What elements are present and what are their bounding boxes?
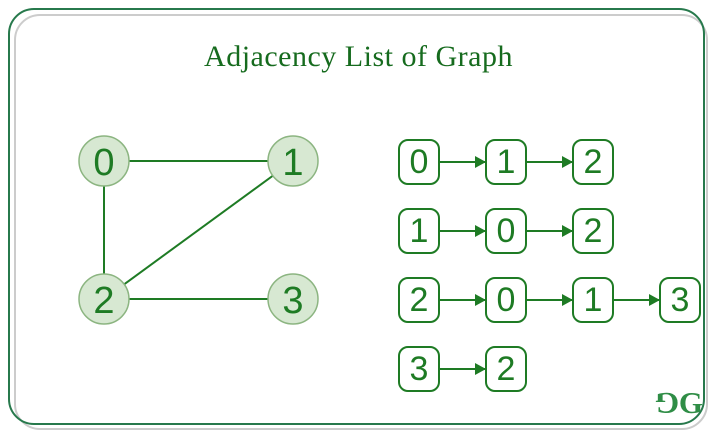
- arrow-icon: [440, 363, 486, 375]
- list-head-box: 1: [398, 208, 440, 254]
- list-node-box: 2: [572, 208, 614, 254]
- card-shadow-border: [14, 14, 708, 430]
- list-head-box: 3: [398, 346, 440, 392]
- arrow-icon: [527, 156, 573, 168]
- page-title: Adjacency List of Graph: [204, 40, 513, 73]
- arrow-icon: [440, 225, 486, 237]
- arrow-icon: [440, 156, 486, 168]
- list-node-box: 2: [572, 139, 614, 185]
- list-node-box: 3: [659, 277, 701, 323]
- card-border: [8, 8, 705, 425]
- logo-letter-flipped: G: [656, 386, 679, 421]
- arrow-icon: [527, 225, 573, 237]
- logo-letter: G: [678, 385, 703, 420]
- arrow-icon: [440, 294, 486, 306]
- list-node-box: 0: [485, 277, 527, 323]
- arrow-icon: [614, 294, 660, 306]
- list-head-box: 0: [398, 139, 440, 185]
- list-node-box: 0: [485, 208, 527, 254]
- list-node-box: 2: [485, 346, 527, 392]
- list-node-box: 1: [572, 277, 614, 323]
- arrow-icon: [527, 294, 573, 306]
- geeksforgeeks-logo: GG: [656, 385, 703, 421]
- list-head-box: 2: [398, 277, 440, 323]
- list-node-box: 1: [485, 139, 527, 185]
